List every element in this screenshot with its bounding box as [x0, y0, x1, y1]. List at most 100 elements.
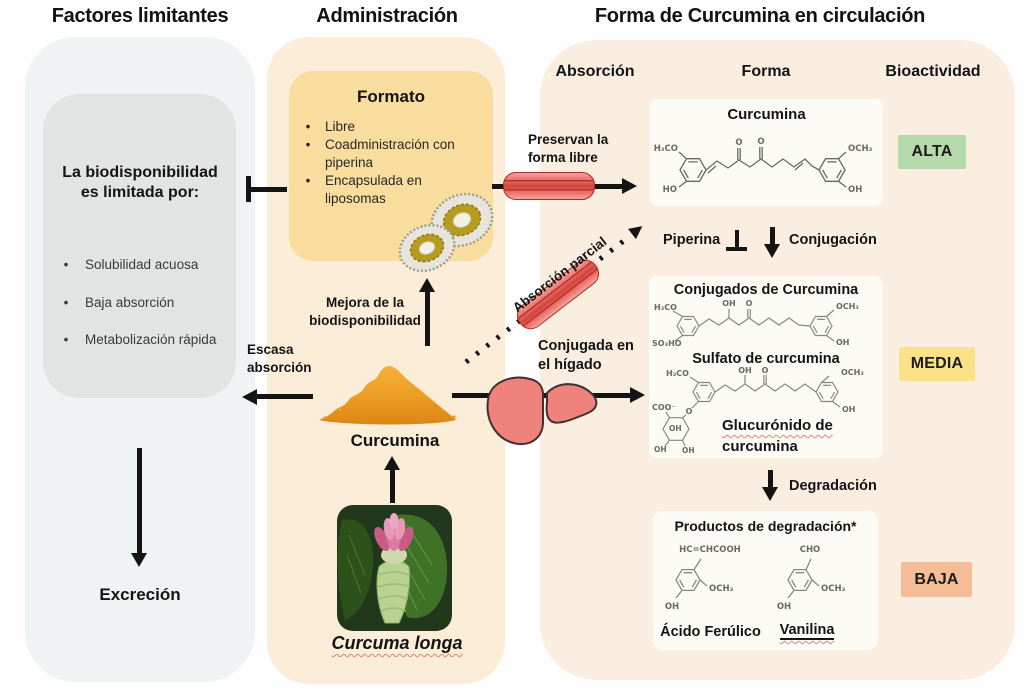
formato-bullet-3-text: Encapsulada en liposomas: [325, 173, 422, 206]
escasa-label-line1: Escasa: [247, 342, 294, 357]
escasa-arrow-head: [242, 389, 257, 405]
curcumin-glucuronide-structure: H₃CO O COO⁻ OH OH OH OH O OCH₃ OH: [652, 366, 864, 454]
inhibition-tbar-line: [249, 187, 287, 192]
bullet-dot: [55, 256, 77, 274]
limiting-bullet-2-text: Baja absorción: [85, 295, 175, 310]
mejora-arrow-head: [419, 278, 435, 292]
piperina-label: Piperina: [663, 232, 721, 248]
header-factores-limitantes: Factores limitantes: [51, 5, 229, 27]
curcumin-sulfate-structure: H₃CO SO₃HO OH O OCH₃ OH: [652, 299, 859, 348]
chem-label: OH: [654, 445, 667, 454]
chem-label: OH: [842, 405, 856, 414]
glucuronido-label-line1: Glucurónido de: [722, 417, 833, 434]
chem-label: OCH₃: [709, 584, 734, 594]
blood-vessel-icon: [503, 172, 595, 200]
limiting-bullet-3: Metabolización rápida: [55, 331, 233, 349]
bullet-dot: [55, 331, 77, 349]
formato-bullet-2: Coadministración con piperina: [297, 136, 487, 172]
bullet-dot: [297, 136, 319, 172]
limiting-bullet-2: Baja absorción: [55, 294, 227, 312]
chem-label: HO: [663, 185, 677, 195]
ferulic-acid-structure: HC=CHCOOH OCH₃ OH: [665, 545, 741, 612]
formato-title: Formato: [357, 87, 425, 106]
liposome-icon: [398, 192, 494, 273]
formato-bullet-1: Libre: [297, 118, 487, 136]
chem-label: H₃CO: [654, 144, 678, 154]
chem-label: OCH₃: [836, 302, 859, 311]
formato-bullet-3: Encapsulada en liposomas: [297, 172, 487, 208]
chem-label: OH: [848, 185, 862, 195]
conjugada-label-line1: Conjugada en: [538, 338, 634, 354]
partial-absorption-dashed-arrow: [464, 226, 643, 364]
sulfato-label: Sulfato de curcumina: [692, 351, 840, 367]
vanilina-label: Vanilina: [779, 622, 835, 640]
ferulico-label: Ácido Ferúlico: [660, 624, 761, 640]
curcumina-card: [650, 99, 883, 206]
curcumin-structure: H₃CO HO O O OCH₃ OH: [654, 137, 873, 195]
glucuronido-label-line2: curcumina: [722, 438, 798, 455]
mejora-arrow-shaft: [425, 292, 430, 346]
limiting-factors-box: [43, 94, 236, 398]
bullet-dot: [297, 118, 319, 136]
formato-bullet-1-text: Libre: [325, 119, 356, 134]
vanillin-structure: CHO OCH₃ OH: [777, 545, 846, 612]
limiting-bullet-1: Solubilidad acuosa: [55, 256, 227, 274]
chem-label: O: [686, 407, 693, 416]
productos-card: [653, 511, 878, 650]
curcuma-longa-photo: [337, 505, 452, 631]
chem-label: H₃CO: [666, 369, 689, 378]
limiting-bullet-3-text: Metabolización rápida: [85, 332, 217, 347]
turmeric-powder-image: [319, 365, 456, 425]
limiting-bullet-1-text: Solubilidad acuosa: [85, 257, 199, 272]
chem-label: O: [746, 299, 753, 308]
curcuma-longa-label: Curcuma longa: [331, 633, 463, 653]
chem-label: OH: [722, 299, 736, 308]
preservan-label-line2: forma libre: [528, 150, 598, 165]
bullet-dot: [55, 294, 77, 312]
curcumina-card-title: Curcumina: [727, 106, 806, 123]
conjugada-label-line2: el hígado: [538, 357, 602, 373]
chem-label: OH: [669, 424, 682, 433]
chem-label: OH: [682, 446, 695, 454]
column-bioactividad: Bioactividad: [885, 63, 981, 80]
bullet-dot: [297, 172, 319, 208]
inhibition-tbar-icon: [246, 176, 251, 202]
degradacion-arrow-head: [762, 487, 778, 501]
header-administracion: Administración: [316, 5, 458, 27]
conjugacion-arrow-head: [764, 244, 780, 258]
bioactivity-badge-alta: ALTA: [898, 135, 966, 169]
chem-label: OH: [836, 338, 850, 347]
mejora-label-line1: Mejora de la: [325, 295, 405, 310]
excretion-arrow-head: [131, 553, 147, 567]
header-forma-circulacion: Forma de Curcumina en circulación: [594, 5, 926, 27]
chem-label: OCH₃: [841, 368, 864, 377]
chem-label: O: [762, 366, 769, 375]
chem-label: SO₃HO: [652, 339, 682, 348]
conjugados-card-title: Conjugados de Curcumina: [673, 282, 859, 298]
column-absorcion: Absorción: [555, 63, 635, 80]
preservan-label-line1: Preservan la: [528, 132, 609, 147]
mejora-label-line2: biodisponibilidad: [309, 313, 421, 328]
piperina-inhibition-icon-base: [726, 247, 747, 251]
bioactivity-badge-media: MEDIA: [899, 347, 975, 381]
formato-bullet-2-text: Coadministración con piperina: [325, 137, 455, 170]
plant-arrow-shaft: [390, 470, 395, 503]
chem-label: COO⁻: [652, 403, 676, 412]
excretion-label: Excreción: [99, 585, 181, 604]
curcumina-powder-label: Curcumina: [350, 431, 440, 450]
bioactivity-badge-baja: BAJA: [901, 562, 972, 597]
chem-label: H₃CO: [654, 303, 677, 312]
escasa-arrow-shaft: [257, 394, 313, 399]
productos-card-title: Productos de degradación*: [674, 518, 857, 534]
conjugacion-label: Conjugación: [789, 232, 877, 248]
plant-arrow-head: [384, 456, 400, 470]
chem-label: OH: [738, 366, 752, 375]
chem-label: O: [735, 138, 742, 148]
piperina-inhibition-icon-stem: [735, 230, 739, 249]
degradacion-label: Degradación: [789, 478, 877, 494]
limiting-title-line2: es limitada por:: [80, 184, 200, 201]
chem-label: OCH₃: [848, 144, 873, 154]
degradacion-arrow-shaft: [768, 470, 773, 489]
liver-arrow-head: [630, 387, 645, 403]
